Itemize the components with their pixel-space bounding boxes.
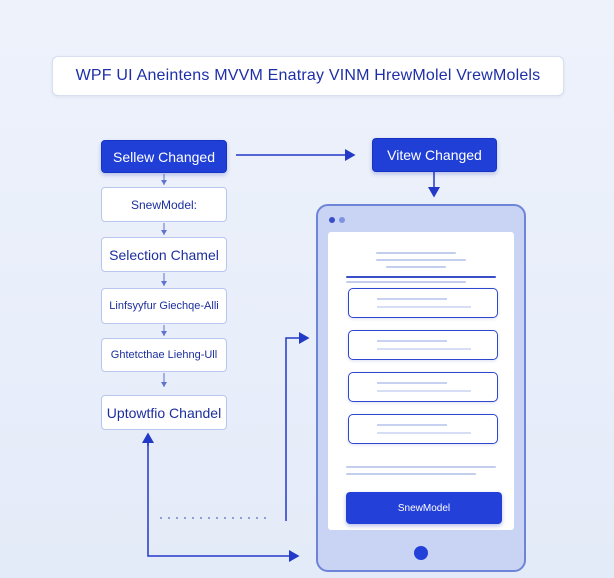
list-card-4[interactable] (348, 414, 498, 444)
phone-action-button[interactable]: SnewModel (346, 492, 502, 524)
node-selection-chamel[interactable]: Selection Chamel (101, 237, 227, 272)
phone-mockup: SnewModel (316, 204, 526, 572)
phone-sensor-dot (339, 217, 345, 223)
arrow-loop-back (147, 440, 300, 562)
phone-screen: SnewModel (328, 232, 514, 530)
home-button-icon[interactable] (414, 546, 428, 560)
node-uptowtfio-chandel[interactable]: Uptowtfio Chandel (101, 395, 227, 430)
node-vitew-changed[interactable]: Vitew Changed (372, 138, 497, 172)
node-linfsyyfur[interactable]: Linfsyyfur Giechqe-Alli (101, 288, 227, 324)
diagram-title: WPF UI Aneintens MVVM Enatray VINM HrewM… (52, 56, 564, 96)
node-ghtetcthae[interactable]: Ghtetcthae Liehng-Ull (101, 338, 227, 372)
list-card-2[interactable] (348, 330, 498, 360)
list-card-3[interactable] (348, 372, 498, 402)
node-snewmodel[interactable]: SnewModel: (101, 187, 227, 222)
arrow-loop-up (285, 332, 310, 521)
list-card-1[interactable] (348, 288, 498, 318)
phone-camera-dot (329, 217, 335, 223)
node-sellew-changed[interactable]: Sellew Changed (101, 140, 227, 173)
